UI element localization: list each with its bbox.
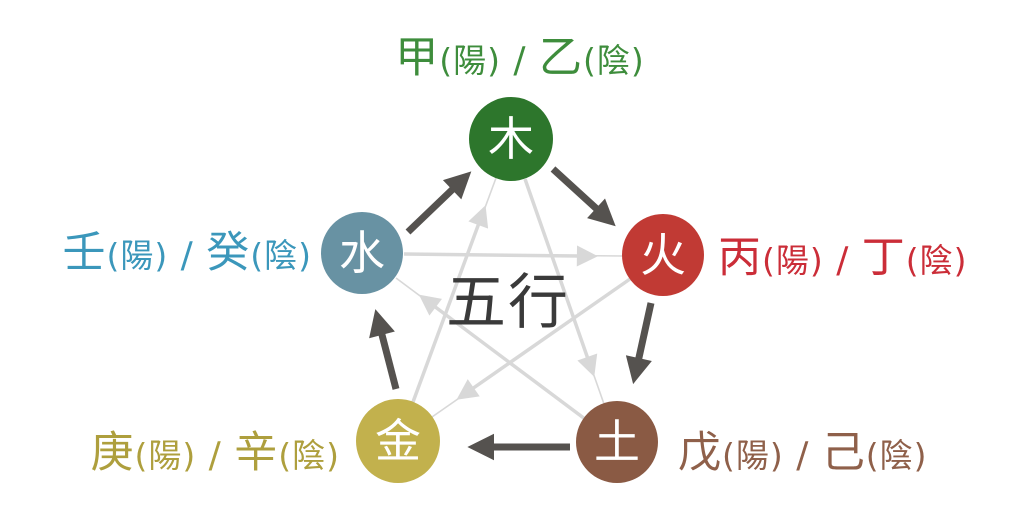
separator: / — [500, 40, 539, 81]
fire-circle: 火 — [622, 214, 704, 296]
yin-marker: (陰) — [278, 436, 340, 475]
yang-marker: (陽) — [106, 236, 169, 275]
fire-yang-stem: 丙 — [718, 233, 762, 283]
water-yang-stem: 壬 — [62, 228, 107, 278]
star-arrow-water-to-fire — [403, 245, 598, 267]
yang-marker: (陽) — [722, 436, 784, 475]
yin-marker: (陰) — [905, 241, 968, 280]
water-yin-stem: 癸 — [206, 228, 251, 278]
arrow-fire-to-earth — [625, 302, 655, 385]
wood-circle: 木 — [469, 97, 553, 181]
metal-stems-label: 庚(陽) / 辛(陰) — [38, 428, 340, 487]
arrow-water-to-wood — [405, 171, 472, 235]
yang-marker: (陽) — [134, 436, 197, 475]
wood-yang-stem: 甲 — [395, 33, 440, 83]
metal-circle: 金 — [356, 399, 440, 483]
water-character: 水 — [339, 226, 385, 280]
wood-character: 木 — [488, 112, 534, 166]
fire-stems-label: 丙(陽) / 丁(陰) — [718, 233, 968, 292]
earth-yang-stem: 戊 — [678, 428, 722, 478]
water-circle: 水 — [321, 212, 403, 294]
water-stems-label: 壬(陽) / 癸(陰) — [20, 228, 312, 287]
fire-yin-stem: 丁 — [861, 233, 906, 283]
diagram-title: 五行 — [446, 268, 570, 338]
overcoming-cycle-star — [395, 177, 631, 421]
separator: / — [823, 240, 862, 281]
yang-marker: (陽) — [439, 41, 501, 80]
yang-marker: (陽) — [762, 241, 824, 280]
generating-cycle-arrows — [369, 166, 655, 461]
metal-character: 金 — [375, 414, 421, 468]
metal-yin-stem: 辛 — [234, 428, 279, 478]
earth-yin-stem: 己 — [821, 428, 866, 478]
earth-character: 土 — [594, 415, 640, 469]
fire-character: 火 — [640, 228, 686, 282]
metal-yang-stem: 庚 — [90, 428, 135, 478]
arrow-metal-to-water — [369, 309, 400, 390]
yin-marker: (陰) — [250, 236, 312, 275]
arrow-wood-to-fire — [550, 166, 616, 227]
star-arrow-wood-to-earth — [523, 178, 598, 377]
wood-yin-stem: 乙 — [539, 33, 583, 83]
star-arrow-fire-to-metal — [456, 277, 631, 400]
earth-circle: 土 — [576, 401, 658, 483]
separator: / — [168, 235, 207, 276]
yin-marker: (陰) — [865, 436, 928, 475]
earth-stems-label: 戊(陽) / 己(陰) — [678, 428, 928, 487]
star-arrow-metal-to-wood — [411, 205, 489, 403]
separator: / — [196, 435, 235, 476]
separator: / — [783, 435, 822, 476]
wood-stems-label: 甲(陽) / 乙(陰) — [330, 33, 710, 92]
yin-marker: (陰) — [583, 41, 645, 80]
